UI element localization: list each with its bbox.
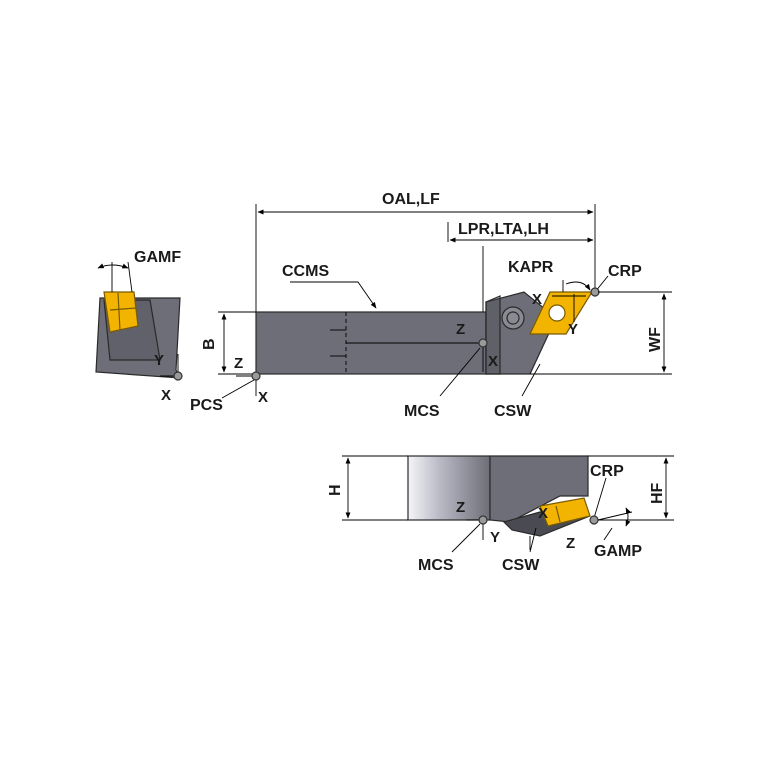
end-view-x-axis: X: [161, 387, 171, 404]
pcs-x-axis: X: [258, 389, 268, 406]
clamp-screw: [501, 306, 525, 330]
hf-label: HF: [649, 482, 666, 504]
crp-top-label: CRP: [608, 263, 642, 280]
pcs-point: [251, 371, 261, 381]
mcs-bottom-label: MCS: [418, 557, 454, 574]
mcs-bottom-point: [478, 515, 488, 525]
lpr-lta-lh-label: LPR,LTA,LH: [458, 221, 549, 238]
crp-bottom-x-axis: X: [538, 505, 548, 522]
crp-top-point: [590, 287, 600, 297]
csw-bottom-label: CSW: [502, 557, 540, 574]
mcs-top-label: MCS: [404, 403, 440, 420]
crp-top-x-axis: X: [532, 291, 542, 308]
end-view-insert: [103, 291, 139, 333]
side-view: H HF CRP X Z GAMP Z Y MCS CSW: [327, 455, 674, 574]
csw-top-label: CSW: [494, 403, 532, 420]
gamp-label: GAMP: [594, 543, 642, 560]
crp-top-y-axis: Y: [568, 321, 578, 338]
end-view-point: [173, 371, 183, 381]
crp-bottom-label: CRP: [590, 463, 624, 480]
insert-side: [539, 497, 591, 527]
mcs-bottom-y-axis: Y: [490, 529, 500, 546]
mcs-top-point: [478, 338, 488, 348]
pcs-z-axis: Z: [234, 355, 243, 372]
pcs-label: PCS: [190, 397, 223, 414]
wf-label: WF: [647, 327, 664, 352]
crp-bottom-point: [589, 515, 599, 525]
mcs-bottom-z-axis: Z: [456, 499, 465, 516]
b-label: B: [201, 338, 218, 350]
mcs-top-z-axis: Z: [456, 321, 465, 338]
oal-lf-label: OAL,LF: [382, 191, 440, 208]
kapr-label: KAPR: [508, 259, 554, 276]
top-view: OAL,LF LPR,LTA,LH KAPR CRP X Y WF CCMS B: [190, 191, 672, 420]
ccms-label: CCMS: [282, 263, 329, 280]
shank-side: [407, 455, 491, 521]
end-view: GAMF Y X: [95, 249, 183, 404]
gamf-label: GAMF: [134, 249, 181, 266]
end-view-y-axis: Y: [154, 352, 164, 369]
mcs-top-x-axis: X: [488, 353, 498, 370]
crp-bottom-z-axis: Z: [566, 535, 575, 552]
h-label: H: [327, 484, 344, 496]
